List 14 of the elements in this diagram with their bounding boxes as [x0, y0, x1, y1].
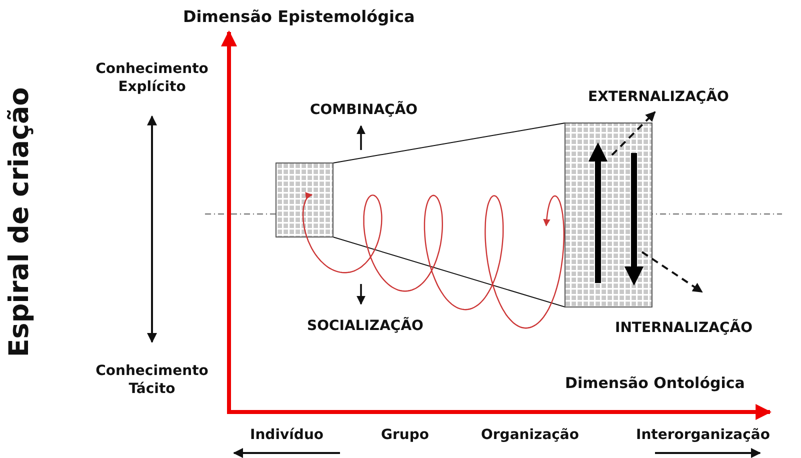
side-title: Espiral de criação — [4, 87, 36, 358]
mode-label: COMBINAÇÃO — [310, 102, 418, 119]
level-label: Indivíduo — [250, 427, 324, 444]
axis-title: Dimensão Ontológica — [565, 374, 745, 392]
mode-label: SOCIALIZAÇÃO — [307, 318, 424, 335]
level-label: Grupo — [381, 427, 430, 444]
level-label: Organização — [481, 427, 579, 444]
level-label: Interorganização — [636, 427, 770, 444]
mode-label: INTERNALIZAÇÃO — [615, 320, 752, 337]
double-arrow — [147, 115, 157, 343]
axis-title: Dimensão Epistemológica — [183, 7, 415, 26]
knowledge-label: Conhecimento Tácito — [87, 362, 217, 398]
mode-label: EXTERNALIZAÇÃO — [588, 89, 729, 106]
knowledge-label: Conhecimento Explícito — [87, 60, 217, 96]
